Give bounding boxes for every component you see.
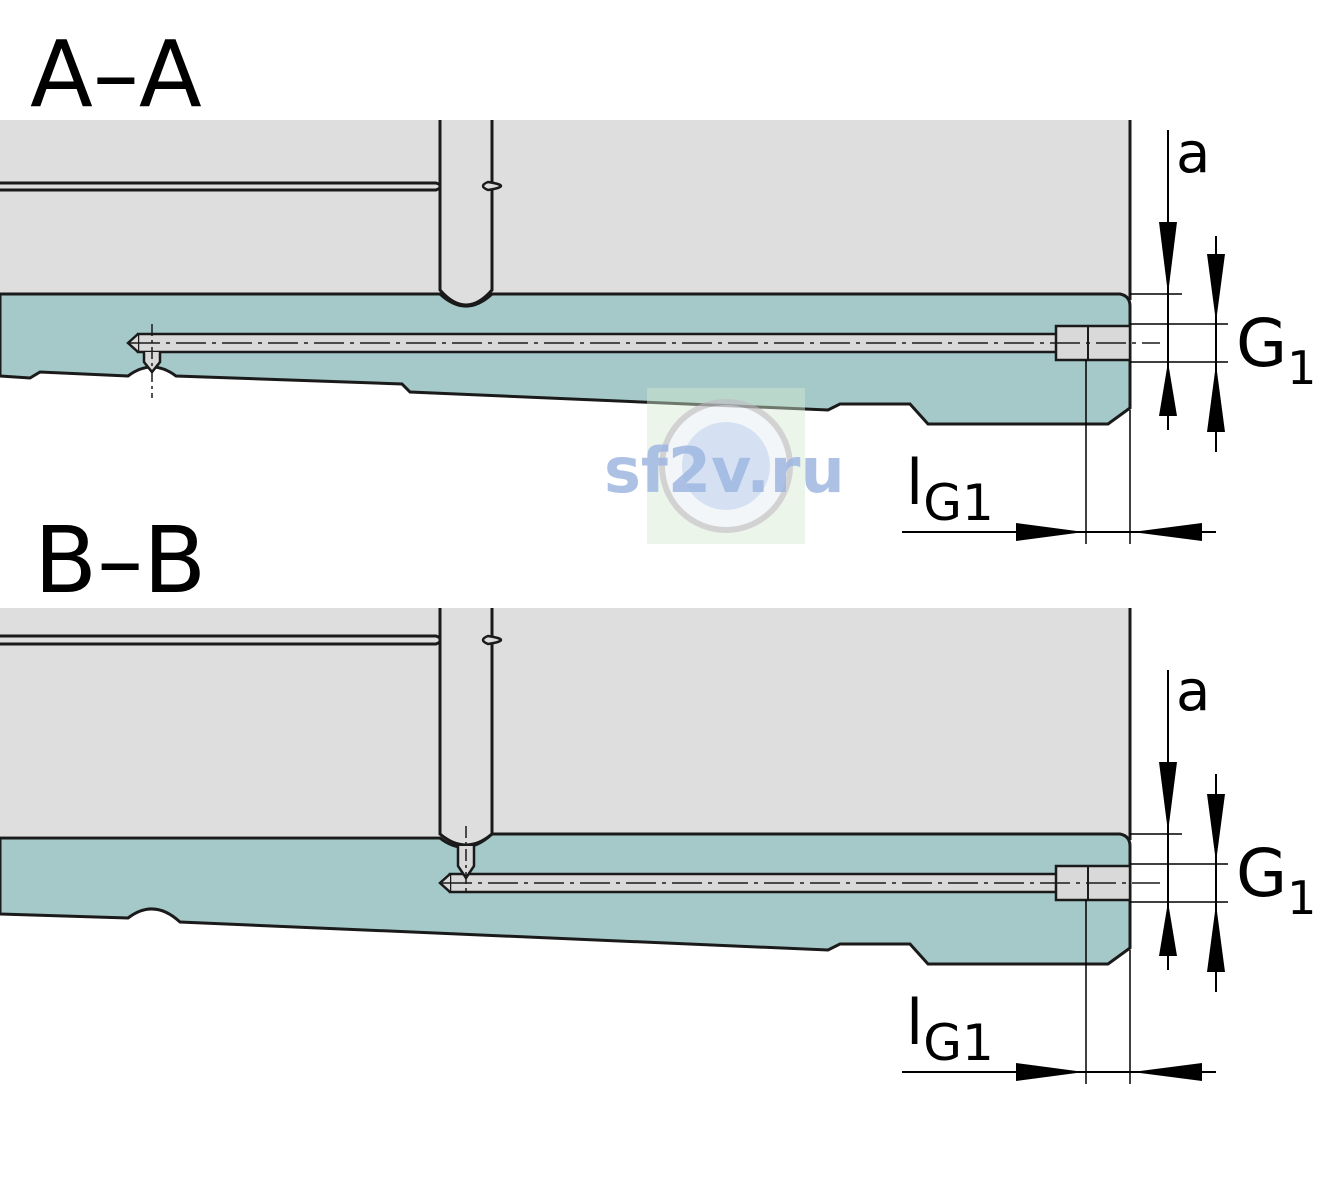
- dim-g1-arrow-top-bb: [1207, 794, 1225, 862]
- watermark-text: sf2v.ru: [604, 434, 845, 507]
- watermark: sf2v.ru: [604, 388, 845, 544]
- dim-a-arrow-bot-aa: [1159, 362, 1177, 416]
- watermark-bearing-inner: [682, 422, 770, 510]
- section-bb-title: B–B: [34, 507, 206, 614]
- section-aa-title: A–A: [30, 21, 202, 128]
- dim-a-arrow-top-aa: [1159, 222, 1177, 294]
- dim-lg1-label-bb: lG1: [906, 986, 994, 1072]
- dim-lg1-arrow-left-aa: [1016, 523, 1084, 541]
- dim-lg1-arrow-right-aa: [1132, 523, 1202, 541]
- dim-lg1-arrow-right-bb: [1132, 1063, 1202, 1081]
- housing-slot-bb: [438, 608, 494, 847]
- slot-notch-aa: [481, 180, 503, 192]
- dim-g1-arrow-top-aa: [1207, 254, 1225, 322]
- housing-slot-aa: [438, 120, 494, 307]
- dim-g1-label-aa: G1: [1236, 305, 1316, 395]
- dim-lg1-label-aa: lG1: [906, 446, 994, 532]
- dim-g1-label-bb: G1: [1236, 835, 1316, 925]
- section-aa: A–A a G1: [0, 21, 1316, 544]
- housing-bb: [0, 608, 1130, 836]
- dim-a-arrow-bot-bb: [1159, 902, 1177, 956]
- dim-g1-arrow-bot-bb: [1207, 904, 1225, 972]
- housing-aa: [0, 120, 1130, 296]
- dim-lg1-arrow-left-bb: [1016, 1063, 1084, 1081]
- rail-bb: [0, 832, 1132, 966]
- dim-g1-arrow-bot-aa: [1207, 364, 1225, 432]
- rail-aa: [0, 292, 1132, 426]
- dim-a-label-aa: a: [1176, 121, 1210, 186]
- dim-a-arrow-top-bb: [1159, 762, 1177, 832]
- slot-notch-bb: [481, 634, 503, 646]
- dim-a-label-bb: a: [1176, 659, 1210, 724]
- section-bb: B–B a G1 lG: [0, 507, 1316, 1084]
